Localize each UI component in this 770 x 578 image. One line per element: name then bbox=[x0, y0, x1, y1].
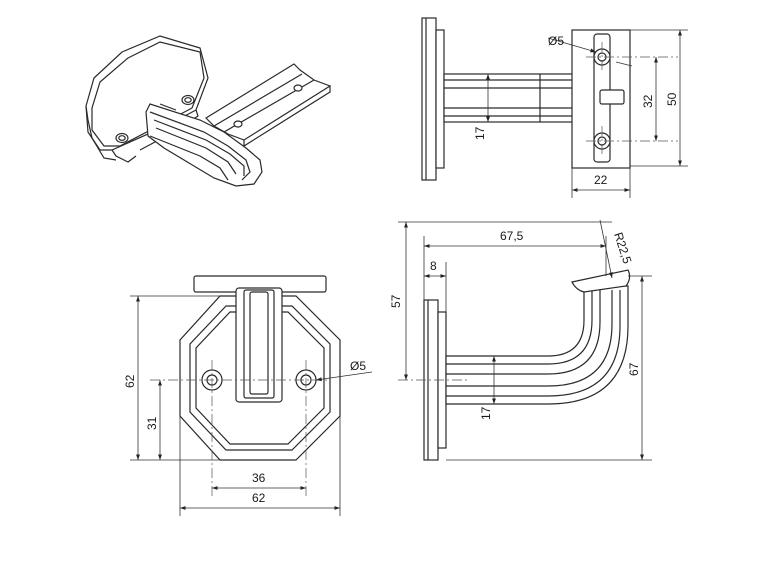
dim-profile-arm-height: 17 bbox=[479, 406, 493, 420]
dim-side-arm-height: 17 bbox=[473, 126, 487, 140]
dim-profile-height: 57 bbox=[389, 294, 403, 308]
dim-profile-radius: R22,5 bbox=[611, 231, 634, 266]
dim-front-hole-spacing: 36 bbox=[252, 471, 266, 485]
front-view-dimensions: 62 31 36 62 Ø5 bbox=[123, 295, 373, 516]
dim-side-plate-height: 50 bbox=[665, 92, 679, 106]
dim-side-hole-spacing: 32 bbox=[641, 94, 655, 108]
front-view bbox=[150, 275, 341, 496]
side-view-dimensions: Ø5 32 50 17 22 bbox=[473, 29, 688, 198]
side-view bbox=[421, 17, 678, 181]
profile-view bbox=[398, 269, 631, 461]
dim-front-hole-dia: Ø5 bbox=[350, 359, 366, 373]
dim-profile-offset: 8 bbox=[430, 259, 437, 273]
isometric-view bbox=[85, 35, 332, 187]
dim-side-plate-width: 22 bbox=[594, 173, 608, 187]
dim-front-height: 62 bbox=[123, 374, 137, 388]
dim-front-hole-height: 31 bbox=[145, 416, 159, 430]
dim-front-width: 62 bbox=[252, 491, 266, 505]
dim-profile-total-height: 67 bbox=[627, 362, 641, 376]
dim-profile-length: 67,5 bbox=[500, 229, 524, 243]
dim-side-hole-dia: Ø5 bbox=[548, 34, 564, 48]
